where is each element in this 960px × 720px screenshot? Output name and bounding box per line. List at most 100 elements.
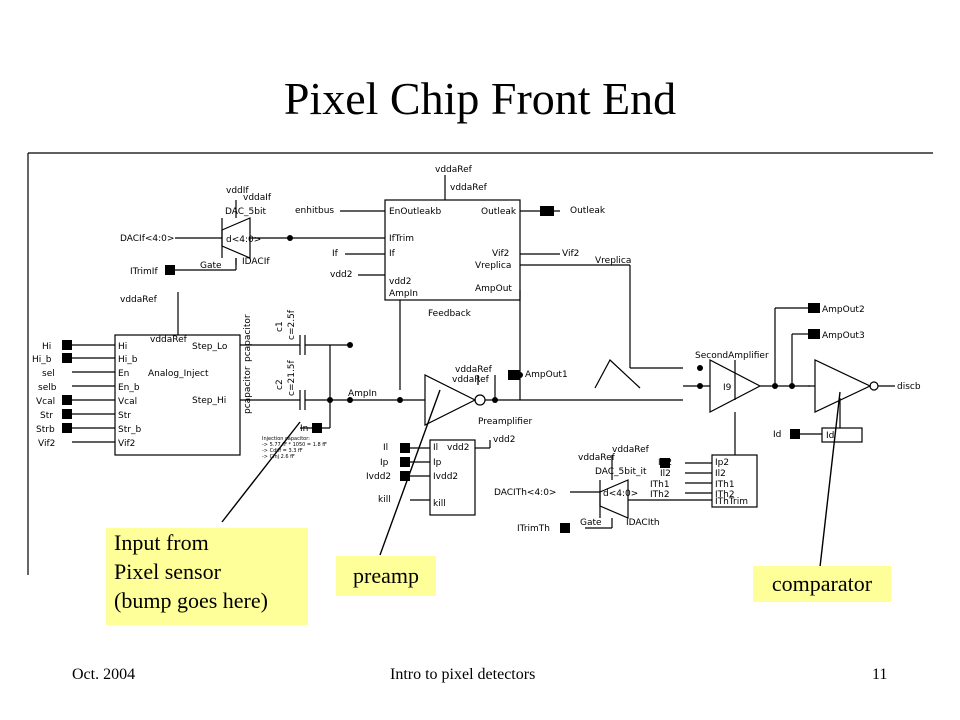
label-hi-b: Hi_b (32, 355, 52, 365)
label-itrimth: ITrimTh (517, 524, 550, 534)
fb-pin-1: IfTrim (389, 234, 414, 244)
label-vddaref-preamp2: vddaRef (452, 375, 490, 385)
inj-pin-1: Hi_b (118, 355, 138, 365)
note-1: -> 5.77 fF * 1050 = 1.8 fF (262, 442, 327, 448)
th-pin-1: Il2 (715, 469, 726, 479)
th-pin-4: IThTrim (715, 497, 748, 507)
input-callout-line-2: Pixel sensor (114, 559, 221, 584)
label-outleak: Outleak (570, 206, 606, 216)
label-str: Str (40, 411, 53, 421)
label-hi: Hi (42, 342, 51, 352)
preamp-callout: preamp (336, 556, 436, 596)
cap1-val: c=2.5f (287, 309, 297, 340)
label-vddaref-1: vddaRef (435, 165, 473, 175)
inject-vdd: vddaRef (150, 335, 188, 345)
note-2: -> Cdiff = 3.3 fF (262, 448, 303, 454)
fb-pin-3: vdd2 (389, 277, 411, 287)
input-callout-line-3: (bump goes here) (114, 588, 268, 613)
label-vddaref-preamp: vddaRef (455, 365, 493, 375)
label-selb: selb (38, 383, 57, 393)
dac1-vdd2: vddaIf (243, 193, 272, 203)
dac1-vdd: vddIf (226, 186, 249, 196)
comparator-callout: comparator (753, 566, 891, 602)
dac1-port: d<4:0> (226, 235, 261, 245)
inj-pin-3: En_b (118, 383, 140, 393)
label-ip: Ip (380, 458, 389, 468)
label-ith1: ITh1 (650, 480, 670, 490)
inj-pin-4: Vcal (118, 397, 137, 407)
bias-pin-3: kill (433, 499, 446, 509)
label-id-box: Id (826, 431, 834, 441)
label-il2: Il2 (660, 469, 671, 479)
label-vif2: Vif2 (562, 249, 579, 259)
dac2-name: DAC_5bit_it (595, 467, 647, 477)
label-preamplifier: Preamplifier (478, 417, 533, 427)
inj-pin-6: Str_b (118, 425, 141, 435)
dac2-gate: Gate (580, 518, 602, 528)
fb-pin-r3: AmpOut (475, 284, 512, 294)
fb-pin-r1: Vif2 (492, 249, 509, 259)
label-id: Id (773, 430, 781, 440)
label-ampout3: AmpOut3 (822, 331, 865, 341)
label-vddaref-3: vddaRef (120, 295, 158, 305)
th-pin-2: ITh1 (715, 480, 735, 490)
fb-pin-0: EnOutleakb (389, 207, 441, 217)
dac2-port: d<4:0> (603, 489, 638, 499)
label-discb: discb (897, 382, 921, 392)
cap1-c1: c1 (275, 321, 285, 332)
label-sel: sel (42, 369, 55, 379)
footer-page: 11 (872, 666, 888, 683)
label-vcal: Vcal (36, 397, 55, 407)
input-callout: Input from Pixel sensor (bump goes here) (106, 528, 308, 625)
label-if: If (332, 249, 339, 259)
bias-pin-r: vdd2 (447, 443, 469, 453)
cap2-c2: c2 (275, 379, 285, 390)
label-vddaref-2: vddaRef (450, 183, 488, 193)
label-vreplica: Vreplica (595, 256, 631, 266)
label-ivdd2: Ivdd2 (366, 472, 391, 482)
dac1-out: IDACIf (242, 257, 270, 267)
input-callout-line-1: Input from (114, 530, 209, 555)
label-vdd2-b: vdd2 (493, 435, 515, 445)
dac2-vdd: vddaRef (612, 445, 650, 455)
bias-pin-1: Ip (433, 458, 442, 468)
dac1-name: DAC_5bit (225, 207, 266, 217)
label-i9: I9 (723, 383, 732, 393)
label-ampout1: AmpOut1 (525, 370, 568, 380)
label-strb: Strb (36, 425, 55, 435)
bias-pin-0: Il (433, 443, 438, 453)
fb-pin-4: AmpIn (389, 289, 418, 299)
label-kill: kill (378, 495, 391, 505)
label-itrimif: ITrimIf (130, 267, 158, 277)
label-dacif: DACIf<4:0> (120, 234, 174, 244)
fb-pin-r2: Vreplica (475, 261, 511, 271)
label-vdd2-a: vdd2 (330, 270, 352, 280)
label-in: In (300, 424, 308, 434)
label-ampin: AmpIn (348, 389, 377, 399)
cap1-label: pcapacitor (243, 314, 253, 362)
bias-pin-2: Ivdd2 (433, 472, 458, 482)
inj-pin-2: En (118, 369, 129, 379)
fb-pin-r0: Outleak (481, 207, 517, 217)
fb-pin-2: If (389, 249, 396, 259)
slide-title: Pixel Chip Front End (283, 73, 677, 124)
label-dacith: DACITh<4:0> (494, 488, 556, 498)
dac2-out: IDACIth (626, 518, 660, 528)
cap2-label: pcapacitor (243, 366, 253, 414)
label-ip2: Ip2 (658, 458, 672, 468)
dac1-gate: Gate (200, 261, 222, 271)
inj-pin-5: Str (118, 411, 131, 421)
inject-name: Analog_Inject (148, 369, 209, 379)
label-il: Il (383, 443, 388, 453)
th-pin-0: Ip2 (715, 458, 729, 468)
inj-pin-r0: Step_Lo (192, 342, 228, 352)
note-3: -> Cinj 2.6 fF (262, 454, 295, 460)
th-pin-3: ITh2 (715, 490, 735, 500)
footer-topic: Intro to pixel detectors (390, 666, 536, 683)
label-ith2: ITh2 (650, 490, 670, 500)
fb-name: Feedback (428, 309, 472, 319)
label-enhitbus: enhitbus (295, 206, 334, 216)
inj-pin-0: Hi (118, 342, 127, 352)
cap2-val: c=21.5f (287, 359, 297, 396)
